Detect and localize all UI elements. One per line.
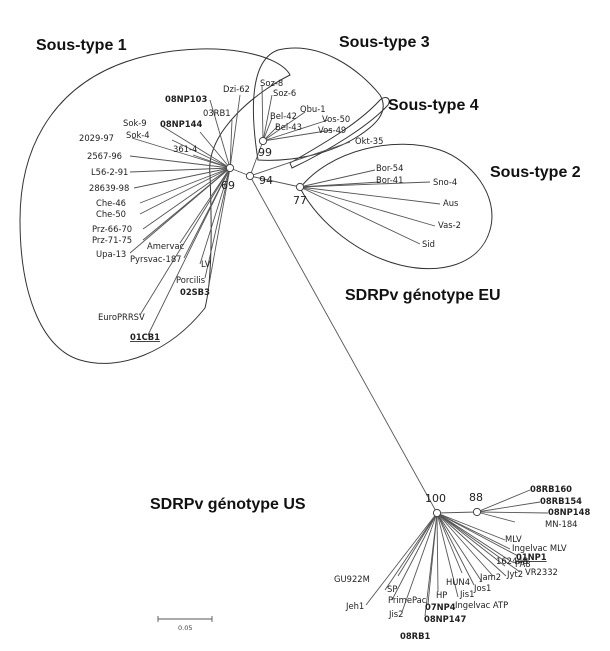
leaf-label: 16244B: [496, 556, 529, 566]
leaf-label: PA8: [515, 559, 531, 569]
leaf-label: Dzi-62: [223, 84, 250, 94]
leaf-label: Amervac: [147, 241, 185, 251]
leaf-label: VR2332: [525, 567, 558, 577]
leaf-label: Prz-71-75: [92, 235, 132, 245]
leaf-label: 2567-96: [87, 151, 122, 161]
leaf-label: Jeh1: [345, 601, 364, 611]
leaf-label: L56-2-91: [91, 167, 128, 177]
leaf-label: 03RB1: [203, 108, 231, 118]
leaf-label: Che-46: [96, 198, 126, 208]
leaf-label: Ingelvac ATP: [455, 600, 508, 610]
genotype-eu-label: SDRPv génotype EU: [345, 287, 501, 304]
subtype-1-label: Sous-type 1: [36, 37, 127, 54]
bootstrap-label: 69: [221, 179, 235, 192]
leaf-label: 28639-98: [89, 183, 129, 193]
leaf-label: 02SB3: [180, 287, 210, 297]
leaf-label: Soz-6: [273, 88, 296, 98]
leaf-label: Sno-4: [433, 177, 457, 187]
leaf-label: 01CB1: [130, 332, 160, 342]
leaf-label: Bor-54: [376, 163, 403, 173]
node-88: [472, 507, 482, 517]
subtype-1-outline: [19, 48, 291, 364]
leaf-label: PrimePac: [388, 595, 427, 605]
leaf-label: 08NP147: [424, 614, 466, 624]
subtype-4-label: Sous-type 4: [388, 97, 479, 114]
leaf-label: 08NP103: [165, 94, 207, 104]
leaf-label: EuroPRRSV: [98, 312, 145, 322]
node-94: [245, 171, 255, 181]
leaf-label: HUN4: [446, 577, 470, 587]
leaf-label: LV: [201, 259, 211, 269]
leaf-label: Jis2: [388, 609, 404, 619]
leaf-label: 08RB160: [530, 484, 572, 494]
leaf-label: Porcilis: [176, 275, 205, 285]
leaf-label: 01NP1: [516, 552, 547, 562]
leaf-label: Obu-1: [300, 104, 326, 114]
leaf-label: Okt-35: [355, 136, 383, 146]
leaf-label: Jyt2: [506, 569, 523, 579]
bootstrap-label: 99: [258, 146, 272, 159]
subtype-3-outline: [252, 47, 384, 161]
leaf-label: 08NP144: [160, 119, 202, 129]
subtype-2-outline: [299, 143, 493, 270]
leaf-label: Che-50: [96, 209, 126, 219]
leaf-label: MN-184: [545, 519, 578, 529]
leaf-label: Vas-2: [438, 220, 461, 230]
genotype-us-label: SDRPv génotype US: [150, 496, 306, 513]
subtype-2-label: Sous-type 2: [490, 164, 581, 181]
bootstrap-label: 77: [293, 194, 307, 207]
leaf-label: SP: [387, 584, 397, 594]
node-100: [432, 508, 442, 518]
leaf-label: Vos-49: [318, 125, 346, 135]
leaf-label: Upa-13: [96, 249, 126, 259]
leaf-label: 07NP4: [425, 602, 456, 612]
leaf-label: 2029-97: [79, 133, 114, 143]
bootstrap-label: 100: [425, 492, 446, 505]
leaf-label: HP: [436, 590, 447, 600]
leaf-label: Vos-50: [322, 114, 350, 124]
leaf-label: Jos1: [473, 583, 491, 593]
eu-branches: [129, 84, 441, 514]
leaf-label: Ingelvac MLV: [512, 543, 567, 553]
node-99: [258, 136, 268, 146]
leaf-label: Jis1: [459, 589, 475, 599]
leaf-label: Aus: [443, 198, 458, 208]
leaf-label: 08RB1: [400, 631, 430, 641]
leaf-label: Bel-43: [275, 122, 302, 132]
leaf-label: Sid: [422, 239, 435, 249]
leaf-label: Bel-42: [270, 111, 297, 121]
us-branches: [365, 489, 549, 617]
scale-bar: 0.05: [157, 616, 213, 632]
leaf-label: 361-4: [173, 144, 197, 154]
scale-bar-label: 0.05: [178, 624, 192, 632]
leaf-label: Prz-66-70: [92, 224, 132, 234]
node-69: [225, 163, 235, 173]
node-77: [295, 182, 305, 192]
leaf-label: 08RB154: [540, 496, 582, 506]
leaf-label: MLV: [505, 534, 522, 544]
leaf-label: Sok-9: [123, 118, 147, 128]
leaf-label: 08NP148: [548, 507, 590, 517]
bootstrap-label: 88: [469, 491, 483, 504]
leaf-label: Pyrsvac-187: [130, 254, 182, 264]
leaf-label: Soz-8: [260, 78, 283, 88]
leaf-label: Jam2: [479, 572, 501, 582]
subtype-3-label: Sous-type 3: [339, 34, 430, 51]
bootstrap-label: 94: [259, 174, 273, 187]
subtype-4-outline: [289, 97, 390, 169]
leaf-label: Bor-41: [376, 175, 403, 185]
leaf-label: Sok-4: [126, 130, 150, 140]
leaf-label: GU922M: [334, 574, 370, 584]
